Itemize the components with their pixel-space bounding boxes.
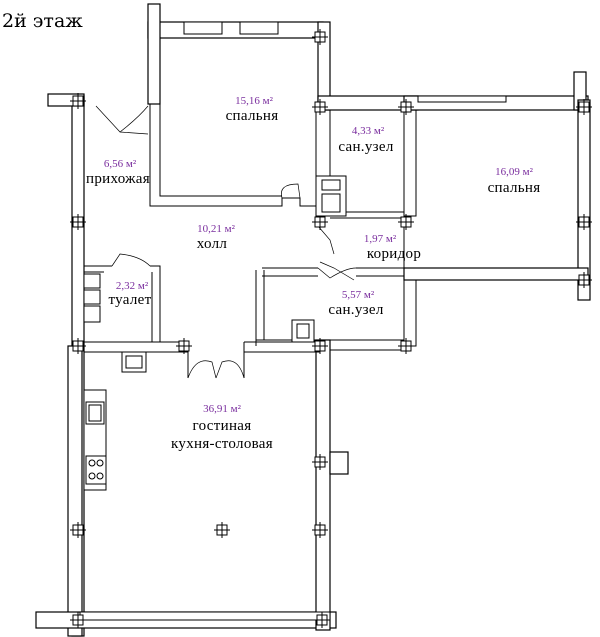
room-area-bathroom-2: 5,57 м²	[342, 289, 375, 301]
room-area-toilet: 2,32 м²	[116, 280, 149, 292]
room-name-toilet: туалет	[109, 292, 152, 308]
room-area-living-kitchen: 36,91 м²	[203, 403, 241, 415]
room-name-bedroom-1: спальня	[226, 108, 279, 124]
room-area-bedroom-2: 16,09 м²	[495, 166, 533, 178]
fixtures	[83, 175, 347, 491]
room-name-bedroom-2: спальня	[488, 180, 541, 196]
floor-title: 2й этаж	[2, 10, 83, 32]
room-area-hall: 10,21 м²	[197, 223, 235, 235]
cooktop	[85, 455, 107, 485]
toilet-cabinets	[83, 273, 101, 323]
sink-fixture	[121, 351, 147, 373]
doors	[95, 105, 357, 379]
room-area-bedroom-1: 15,16 м²	[235, 95, 273, 107]
room-area-corridor: 1,97 м²	[364, 233, 397, 245]
room-name-living: гостиная	[193, 418, 252, 434]
room-name-bathroom-2: сан.узел	[328, 302, 383, 318]
room-area-bathroom-1: 4,33 м²	[352, 125, 385, 137]
room-name-corridor: коридор	[367, 246, 421, 262]
room-name-bathroom-1: сан.узел	[338, 139, 393, 155]
toilet-fixture-upper	[315, 175, 347, 217]
room-area-entrance: 6,56 м²	[104, 158, 137, 170]
room-labels: 15,16 м² спальня 4,33 м² сан.узел 16,09 …	[86, 95, 540, 452]
room-name-entrance: прихожая	[86, 171, 150, 187]
room-name-hall: холл	[197, 236, 228, 252]
windows	[79, 21, 507, 621]
room-name-kitchen-dining: кухня-столовая	[171, 436, 273, 452]
kitchen-sink	[85, 401, 105, 425]
columns	[70, 29, 592, 628]
toilet-fixture-lower	[291, 319, 315, 343]
